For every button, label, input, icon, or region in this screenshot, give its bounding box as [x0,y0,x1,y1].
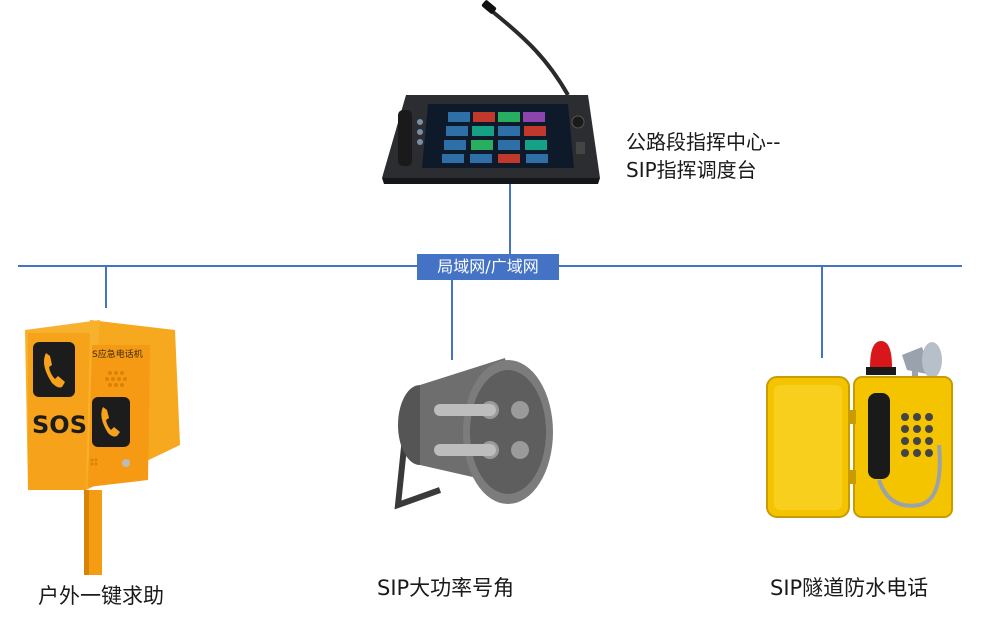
horn-caption: SIP大功率号角 [377,572,514,602]
center-title-line1: 公路段指挥中心-- [626,126,780,155]
horn-speaker-image [380,350,565,520]
sos-text: SOS [32,411,87,439]
tunnel-phone-image [762,325,962,525]
sos-emergency-box-image: SOS S应急电话机 [20,315,185,575]
sos-caption: 户外一键求助 [38,580,164,610]
center-title-line2: SIP指挥调度台 [626,154,757,183]
network-label: 局域网/广域网 [417,254,559,280]
dispatch-console-image [378,0,608,185]
sos-panel-title: S应急电话机 [92,348,143,360]
phone-caption: SIP隧道防水电话 [770,572,928,602]
